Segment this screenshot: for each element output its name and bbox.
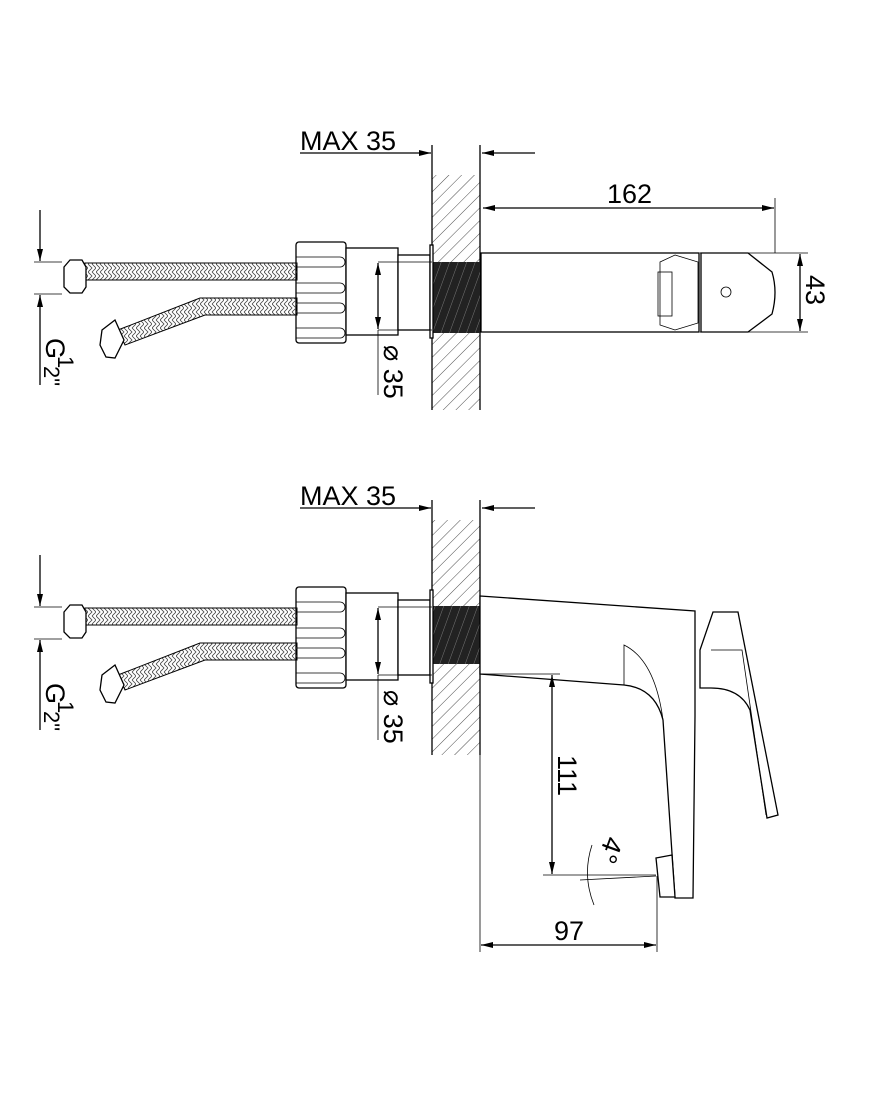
- thread-label-den: 2": [39, 366, 64, 386]
- aerator: [655, 854, 676, 898]
- reach-label: 97: [554, 916, 584, 946]
- thread-size-label: G 1 2": [39, 338, 78, 386]
- max-depth-label: MAX 35: [300, 126, 396, 156]
- hose-upper: [84, 262, 298, 281]
- angle-label: 4°: [592, 833, 629, 868]
- body-neck: [397, 599, 431, 676]
- diameter-label: ⌀ 35: [378, 690, 408, 744]
- body-neck: [397, 254, 431, 331]
- body-sleeve: [345, 592, 399, 681]
- hose-lower: [117, 297, 298, 346]
- thread-label-g: G: [40, 338, 70, 359]
- logo-icon: [720, 286, 732, 298]
- spout-body: [480, 252, 700, 333]
- top-view: MAX 35 ⌀ 35 G 1 2": [34, 126, 830, 410]
- rosette-slots: [296, 256, 346, 339]
- height-label: 43: [800, 275, 830, 305]
- hose-nut-lower: [99, 663, 125, 704]
- thread-label-num: 1: [53, 356, 78, 368]
- length-label: 162: [607, 179, 652, 209]
- handle-detail: [657, 271, 673, 317]
- thread-size-label: G 1 2": [39, 683, 78, 731]
- lever-handle: [699, 611, 779, 819]
- hose-nut-upper: [63, 604, 87, 639]
- flange: [429, 589, 434, 684]
- handle-knob: [700, 252, 776, 333]
- thread-label-num: 1: [53, 701, 78, 713]
- angle-line: [579, 875, 657, 881]
- drop-label: 111: [552, 755, 582, 796]
- lever-detail: [711, 649, 767, 816]
- handle-base: [659, 254, 699, 331]
- thread-section: [432, 262, 480, 333]
- hose-nut-lower: [99, 318, 125, 359]
- hose-upper: [84, 607, 298, 626]
- spout-profile: [479, 595, 696, 899]
- angle-arc: [587, 844, 595, 906]
- flange: [429, 244, 434, 339]
- hose-lower: [117, 642, 298, 691]
- hose-nut-upper: [63, 259, 87, 294]
- rosette-slots: [296, 601, 346, 684]
- max-depth-label: MAX 35: [300, 481, 396, 511]
- thread-label-den: 2": [39, 711, 64, 731]
- body-sleeve: [345, 247, 399, 336]
- side-view: MAX 35 ⌀ 35 G 1 2": [34, 481, 779, 952]
- thread-section: [432, 606, 480, 664]
- thread-label-g: G: [40, 683, 70, 704]
- diameter-label: ⌀ 35: [378, 345, 408, 399]
- spout-curve: [623, 644, 664, 721]
